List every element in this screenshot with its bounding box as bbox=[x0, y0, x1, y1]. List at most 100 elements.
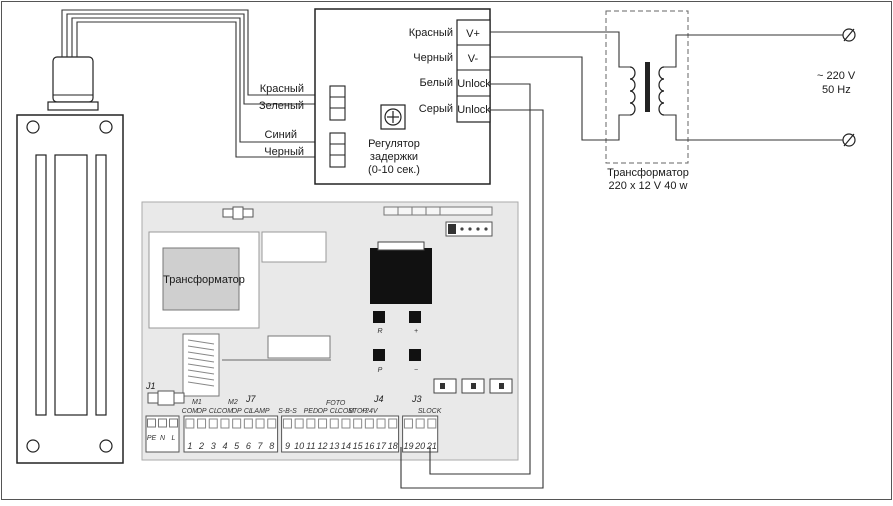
wire-label-blue: Синий bbox=[265, 129, 297, 141]
terminal-screw bbox=[294, 418, 304, 429]
button-label-plus: + bbox=[414, 328, 418, 335]
terminal-screw bbox=[208, 418, 218, 429]
terminal-screw bbox=[232, 418, 242, 429]
label-foto: FOTO bbox=[326, 400, 346, 407]
terminal-number: 13 bbox=[329, 441, 339, 451]
pin-function-label: OP bbox=[317, 408, 327, 415]
terminal-number: 2 bbox=[198, 441, 204, 451]
board-power-ic bbox=[370, 248, 432, 304]
terminal-screw bbox=[318, 418, 328, 429]
unlock-wires bbox=[400, 83, 544, 489]
transformer-coil-secondary bbox=[658, 66, 665, 116]
lock-cable bbox=[61, 9, 330, 158]
terminal-screw bbox=[353, 418, 363, 429]
pin-function-label: CL bbox=[209, 408, 218, 415]
wire-label-gray: Серый bbox=[419, 103, 453, 115]
board-button-r[interactable] bbox=[373, 311, 385, 323]
terminal-v-minus: V- bbox=[468, 53, 479, 65]
terminal-number: 14 bbox=[341, 441, 351, 451]
pin-function-label: COM bbox=[217, 408, 234, 415]
mains-frequency: 50 Hz bbox=[822, 84, 851, 96]
terminal-screw bbox=[376, 418, 386, 429]
terminal-screw bbox=[403, 418, 413, 429]
pin-function-label: LOCK bbox=[422, 408, 441, 415]
terminal-number: 9 bbox=[285, 441, 290, 451]
terminal-unlock-2: Unlock bbox=[457, 104, 491, 116]
terminal-screw bbox=[388, 418, 398, 429]
regulator-knob-icon bbox=[384, 108, 402, 126]
label-j3: J3 bbox=[411, 394, 422, 404]
regulator-label-1: Регулятор bbox=[368, 138, 420, 150]
board-button-p[interactable] bbox=[373, 349, 385, 361]
terminal-number: 11 bbox=[306, 441, 315, 451]
terminal-number: 7 bbox=[258, 441, 264, 451]
wire-label-black-left: Черный bbox=[264, 146, 304, 158]
pin-function-label: CL bbox=[330, 408, 339, 415]
board-component bbox=[267, 335, 331, 359]
terminal-screw bbox=[282, 418, 292, 429]
electromagnetic-lock bbox=[16, 56, 124, 464]
terminal-number: 1 bbox=[187, 441, 192, 451]
terminal-screw bbox=[306, 418, 316, 429]
terminal-screw bbox=[427, 418, 437, 429]
controller-power-wires bbox=[490, 31, 630, 141]
terminal-number: 5 bbox=[234, 441, 240, 451]
button-label-p: P bbox=[378, 367, 383, 374]
terminal-number: 3 bbox=[211, 441, 216, 451]
board-jumpers bbox=[433, 378, 513, 394]
terminal-pin-label: PE bbox=[147, 435, 157, 442]
terminal-number: 15 bbox=[353, 441, 364, 451]
terminal-number: 8 bbox=[269, 441, 274, 451]
button-label-minus: − bbox=[414, 367, 418, 374]
terminal-screw bbox=[267, 418, 277, 429]
terminal-number: 17 bbox=[376, 441, 387, 451]
terminal-number: 6 bbox=[246, 441, 251, 451]
lock-screw-hole bbox=[26, 439, 40, 453]
pin-function-label: OP bbox=[232, 408, 242, 415]
pin-function-label: STOP bbox=[348, 408, 367, 415]
terminal-screw bbox=[364, 418, 374, 429]
mains-wires bbox=[664, 34, 845, 141]
wire-label-black-right: Черный bbox=[413, 52, 453, 64]
controller-terminal-right bbox=[456, 19, 491, 123]
terminal-screw bbox=[255, 418, 265, 429]
transformer-caption-2: 220 x 12 V 40 w bbox=[609, 180, 688, 192]
terminal-number: 16 bbox=[364, 441, 374, 451]
terminal-screw bbox=[341, 418, 351, 429]
button-label-r: R bbox=[377, 328, 382, 335]
pin-function-label: +24V bbox=[361, 408, 379, 415]
mains-voltage: ~ 220 V bbox=[817, 70, 856, 82]
terminal-screw bbox=[147, 418, 156, 428]
pin-function-label: COM bbox=[338, 408, 355, 415]
terminal-v-plus: V+ bbox=[466, 28, 480, 40]
transformer-caption-1: Трансформатор bbox=[607, 167, 689, 179]
board-button-plus[interactable] bbox=[409, 311, 421, 323]
lock-screw-hole bbox=[99, 439, 113, 453]
label-m2: M2 bbox=[228, 399, 238, 406]
label-j4: J4 bbox=[373, 394, 384, 404]
label-m1: M1 bbox=[192, 399, 202, 406]
controller-terminal-left-bottom bbox=[329, 132, 346, 168]
terminal-pin-label: N bbox=[160, 435, 166, 442]
terminal-screw bbox=[197, 418, 207, 429]
lock-controller: V+ V- Unlock Unlock Регулятор задержки (… bbox=[314, 8, 491, 185]
board-button-minus[interactable] bbox=[409, 349, 421, 361]
pin-function-label: S bbox=[418, 408, 423, 415]
label-j1: J1 bbox=[145, 381, 156, 391]
transformer-coil-primary bbox=[629, 66, 636, 116]
external-transformer: Трансформатор 220 x 12 V 40 w bbox=[605, 10, 689, 192]
regulator-label-3: (0-10 сек.) bbox=[368, 164, 420, 176]
terminal-screw bbox=[185, 418, 195, 429]
control-board: Трансформатор R + P − bbox=[141, 201, 519, 461]
terminal-screw bbox=[220, 418, 230, 429]
wire-label-white: Белый bbox=[420, 77, 453, 89]
terminal-number: 21 bbox=[426, 441, 437, 451]
pin-function-label: LAMP bbox=[251, 408, 270, 415]
pin-function-label: OP bbox=[196, 408, 206, 415]
terminal-screw bbox=[169, 418, 178, 428]
terminal-screw bbox=[415, 418, 425, 429]
lock-screw-hole bbox=[99, 120, 113, 134]
terminal-number: 20 bbox=[414, 441, 425, 451]
